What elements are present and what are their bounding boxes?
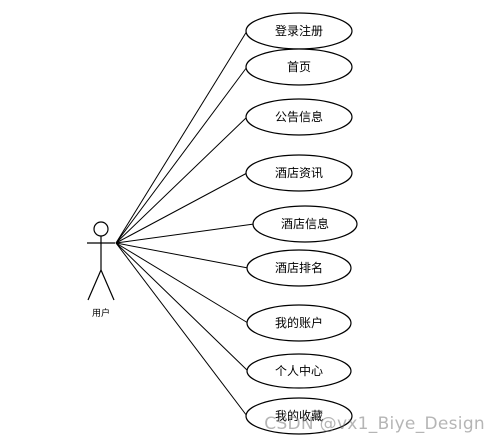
- use-case-label: 登录注册: [275, 23, 323, 38]
- association-line: [115, 30, 248, 244]
- actor-right-leg: [100, 269, 115, 301]
- association-lines: [115, 30, 255, 417]
- use-case-ellipse: [245, 154, 353, 192]
- use-case-label: 我的账户: [275, 315, 323, 330]
- use-case-ellipse: [245, 397, 353, 435]
- use-case-label: 酒店排名: [275, 260, 323, 275]
- actor-head: [93, 221, 109, 237]
- use-case-label: 公告信息: [275, 109, 323, 124]
- use-case-label: 酒店资讯: [275, 166, 323, 180]
- association-line: [115, 242, 249, 372]
- association-line: [115, 66, 248, 244]
- use-case[interactable]: 首页: [245, 48, 353, 86]
- use-case[interactable]: 公告信息: [245, 98, 353, 136]
- watermark: CSDN @vx1_Biye_Design: [264, 414, 485, 434]
- actor-user[interactable]: 用户: [87, 221, 115, 319]
- use-case[interactable]: 我的收藏: [245, 397, 353, 435]
- use-case[interactable]: 我的账户: [246, 304, 352, 342]
- use-case[interactable]: 酒店排名: [246, 249, 352, 287]
- use-case-ellipse: [246, 249, 352, 287]
- use-case-ellipse: [245, 48, 353, 86]
- association-line: [115, 242, 249, 324]
- use-case[interactable]: 酒店信息: [252, 205, 358, 243]
- association-line: [115, 242, 249, 269]
- use-case-ellipse: [246, 353, 352, 389]
- actor-left-leg: [87, 269, 102, 301]
- use-case[interactable]: 个人中心: [246, 353, 352, 389]
- association-line: [115, 223, 255, 244]
- association-line: [115, 172, 248, 244]
- use-case-label: 首页: [287, 60, 311, 74]
- use-case-ellipse: [246, 304, 352, 342]
- use-case-label: 个人中心: [275, 363, 323, 378]
- actor-label: 用户: [92, 307, 110, 319]
- use-case-label: 酒店信息: [281, 216, 329, 231]
- association-line: [115, 242, 248, 417]
- use-case[interactable]: 登录注册: [245, 12, 353, 50]
- use-case[interactable]: 酒店资讯: [245, 154, 353, 192]
- use-case-ellipse: [252, 205, 358, 243]
- association-line: [115, 116, 248, 244]
- use-case-ellipse: [245, 98, 353, 136]
- use-case-label: 我的收藏: [275, 408, 323, 423]
